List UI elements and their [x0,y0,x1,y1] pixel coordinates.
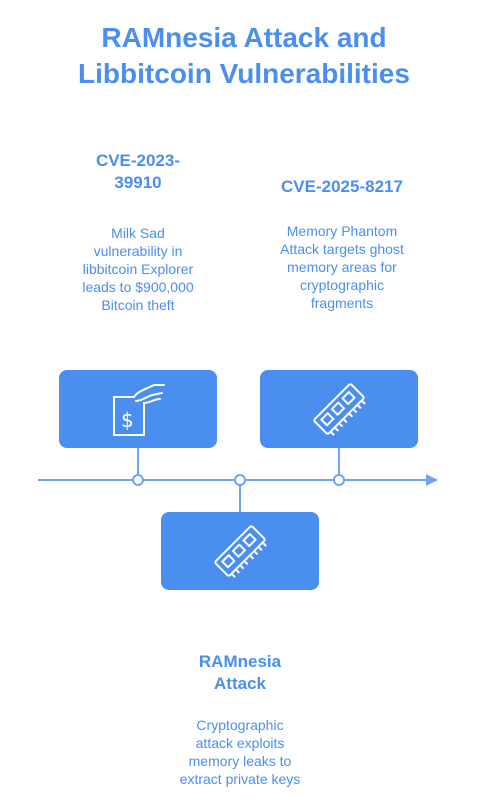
timeline-arrowhead [426,474,438,486]
event-description-cve-2023-39910: Milk Sad vulnerability in libbitcoin Exp… [48,224,228,314]
money-document-icon: $ [113,384,165,436]
timeline-node-ramnesia-attack [234,474,246,486]
description-line: vulnerability in [93,243,183,259]
description-line: libbitcoin Explorer [82,261,194,277]
event-title-ramnesia-attack: RAMnesia Attack [150,651,330,695]
description-line: Cryptographic [196,717,284,733]
description-line: Milk Sad [111,225,165,241]
description-line: Bitcoin theft [101,297,175,313]
event-title-line: CVE-2023- [95,151,181,170]
title-line-2: Libbitcoin Vulnerabilities [78,58,410,89]
event-title-cve-2023-39910: CVE-2023- 39910 [58,150,218,194]
card-cve-2025-8217 [260,370,418,448]
description-line: extract private keys [179,771,301,787]
event-description-cve-2025-8217: Memory Phantom Attack targets ghost memo… [247,222,437,312]
description-line: memory leaks to [188,753,292,769]
page-title: RAMnesia Attack and Libbitcoin Vulnerabi… [0,20,488,92]
event-title-cve-2025-8217: CVE-2025-8217 [252,176,432,198]
description-line: leads to $900,000 [82,279,194,295]
timeline-node-cve-2025-8217 [333,474,345,486]
event-title-line: CVE-2025-8217 [281,177,403,196]
event-title-line: Attack [214,674,266,693]
ram-memory-icon [214,525,267,578]
svg-text:$: $ [121,408,134,432]
event-title-line: RAMnesia [198,652,282,671]
event-description-ramnesia-attack: Cryptographic attack exploits memory lea… [145,716,335,788]
description-line: attack exploits [195,735,285,751]
description-line: Memory Phantom [286,223,398,239]
title-line-1: RAMnesia Attack and [101,22,387,53]
card-ramnesia-attack [161,512,319,590]
timeline-node-cve-2023-39910 [132,474,144,486]
event-title-line: 39910 [114,173,162,192]
description-line: Attack targets ghost [280,241,404,257]
card-cve-2023-39910: $ [59,370,217,448]
description-line: fragments [310,295,374,311]
description-line: memory areas for [287,259,397,275]
ram-memory-icon [313,383,366,436]
description-line: cryptographic [299,277,385,293]
